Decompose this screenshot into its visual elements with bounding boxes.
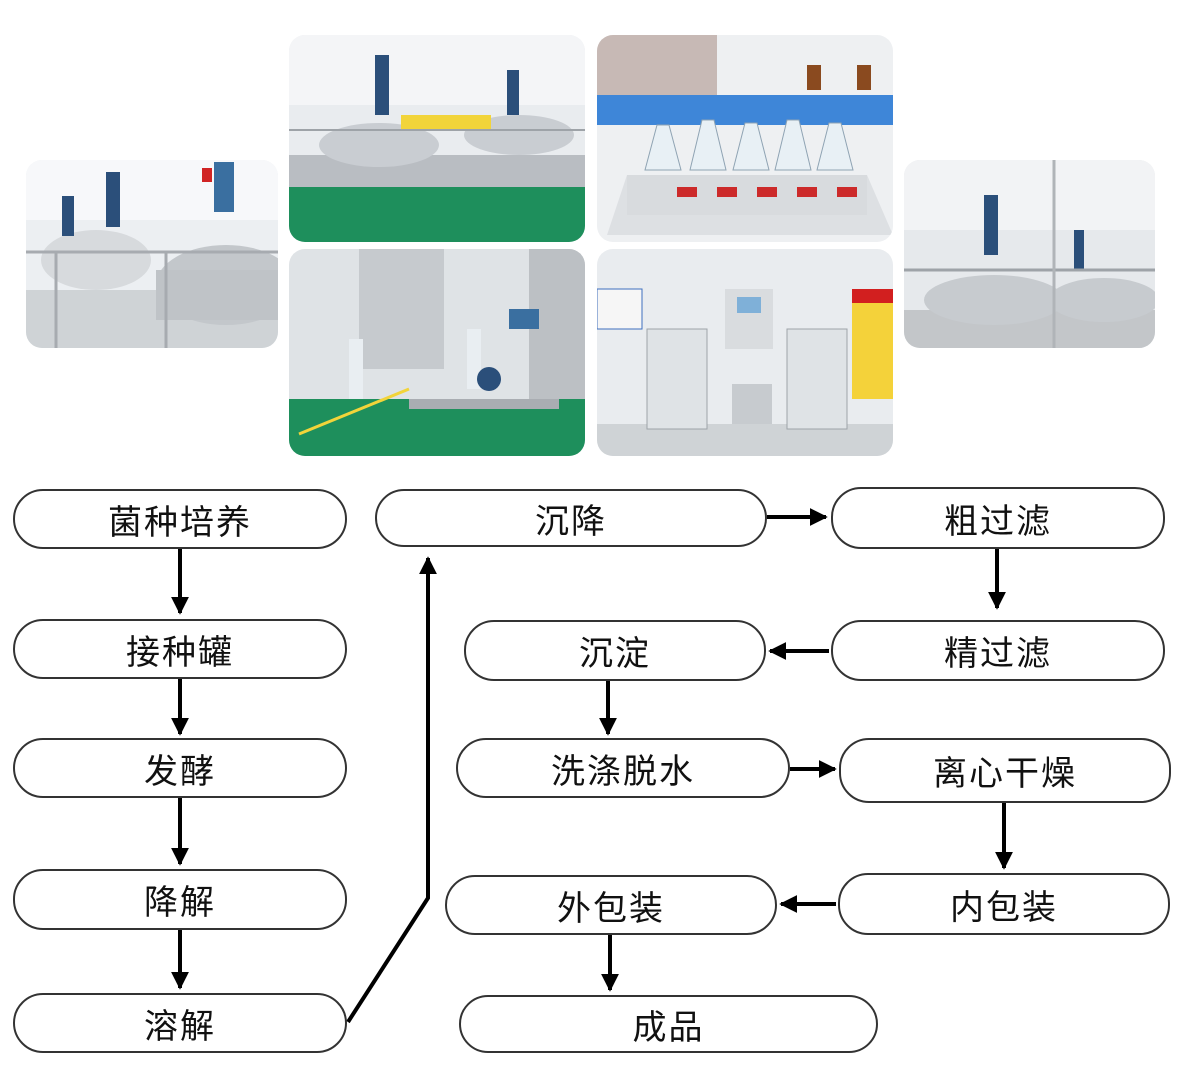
step-degradation: 降解 (13, 869, 347, 930)
step-fermentation: 发酵 (13, 738, 347, 798)
photo-reactor-hall-left (26, 160, 278, 348)
step-precipitation: 沉淀 (464, 620, 766, 681)
photo-pipe-workshop (289, 249, 585, 456)
step-outer-packaging: 外包装 (445, 875, 777, 935)
step-settling: 沉降 (375, 489, 767, 547)
photo-fermentation-tanks-top (289, 35, 585, 242)
step-inner-packaging: 内包装 (838, 873, 1170, 935)
step-finished-product: 成品 (459, 995, 878, 1053)
photo-lab-flasks (597, 35, 893, 242)
step-seed-tank: 接种罐 (13, 619, 347, 679)
step-strain-culture: 菌种培养 (13, 489, 347, 549)
step-dissolution: 溶解 (13, 993, 347, 1053)
step-wash-dewater: 洗涤脱水 (456, 738, 790, 798)
step-coarse-filtration: 粗过滤 (831, 487, 1165, 549)
step-centrifugal-drying: 离心干燥 (839, 738, 1171, 803)
photo-bioreactor-lab (597, 249, 893, 456)
photo-reactor-hall-right (904, 160, 1155, 348)
arrow-s5-s6 (346, 556, 437, 1024)
step-fine-filtration: 精过滤 (831, 620, 1165, 681)
